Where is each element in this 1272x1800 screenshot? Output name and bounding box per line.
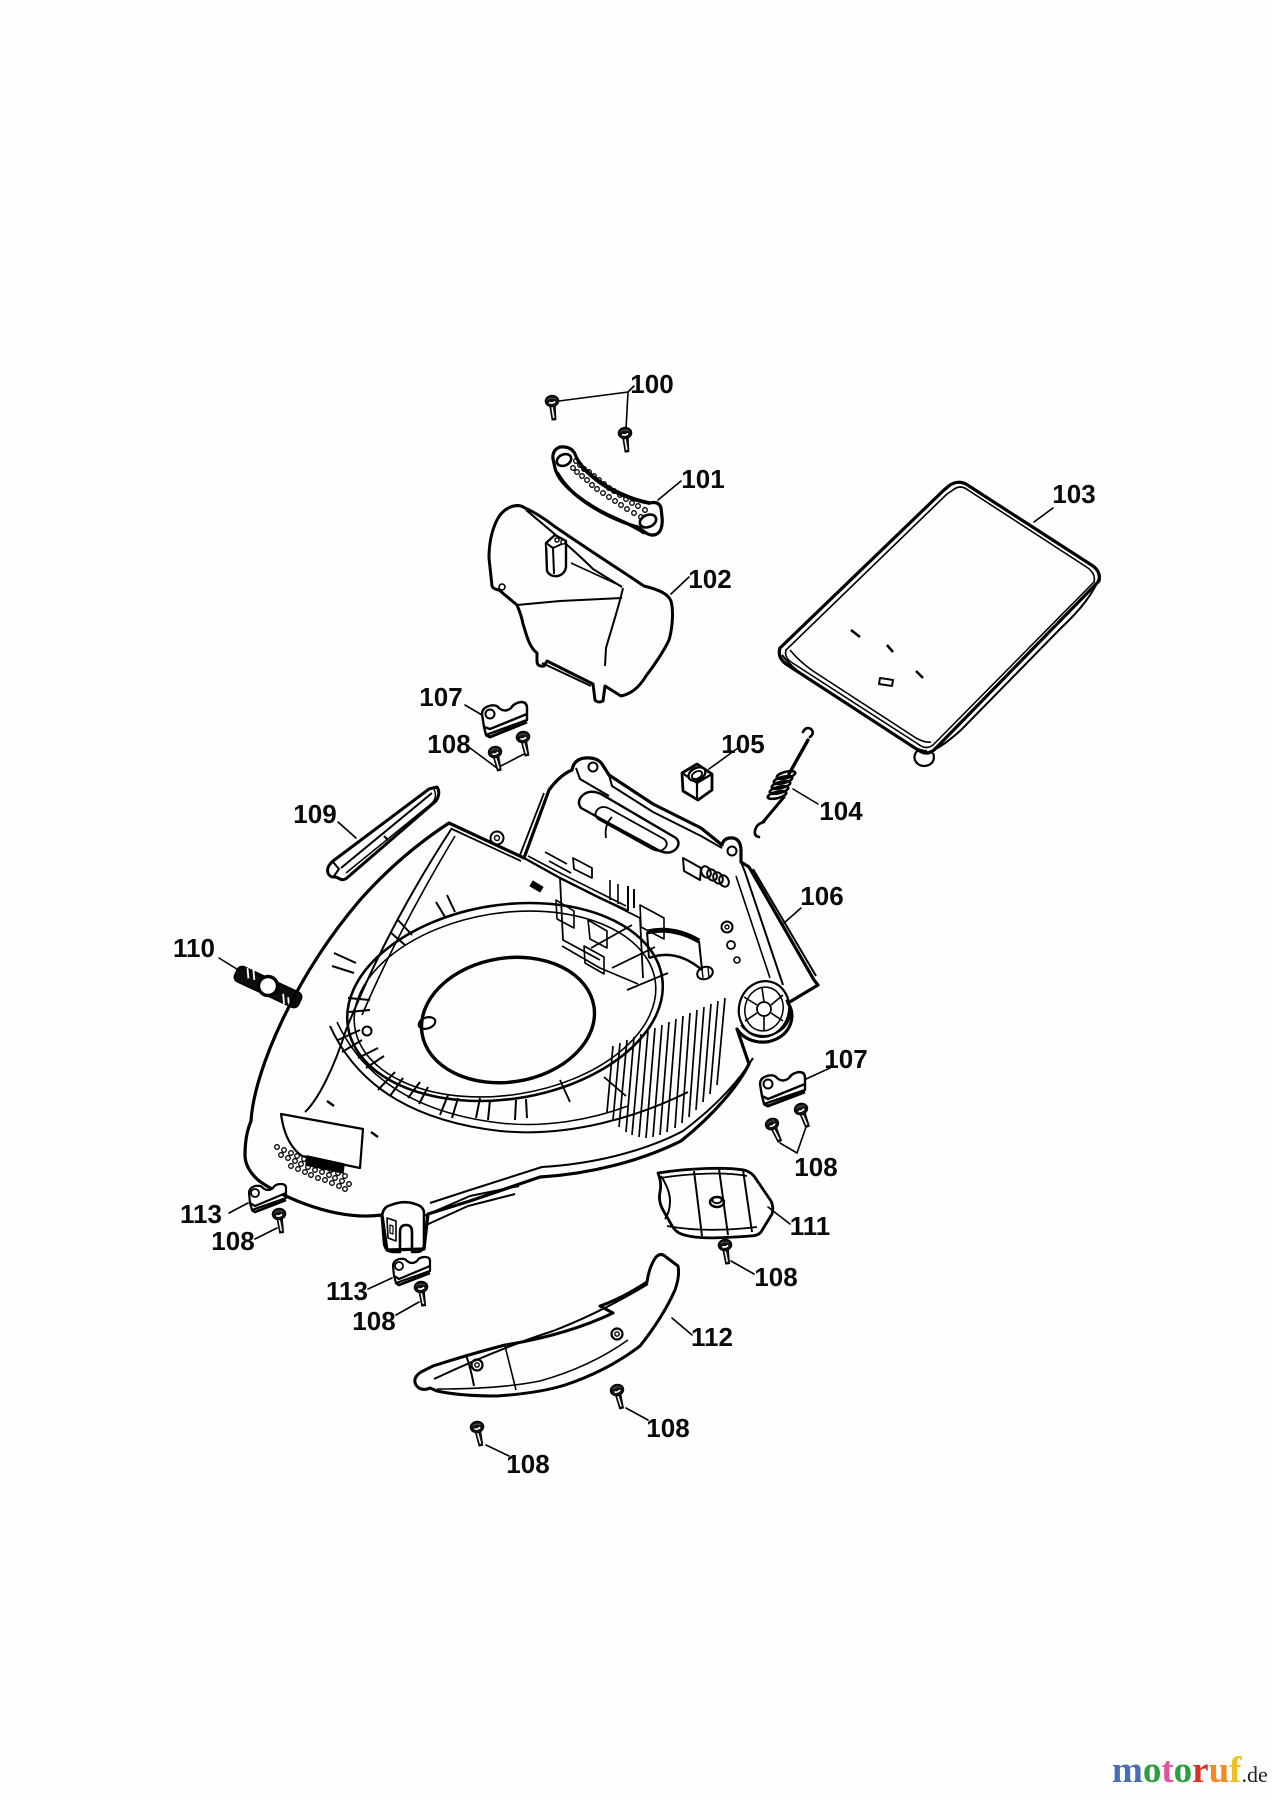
svg-text:113: 113 (326, 1276, 368, 1306)
svg-text:103: 103 (1052, 479, 1095, 509)
svg-text:108: 108 (646, 1413, 689, 1443)
svg-text:100: 100 (630, 369, 673, 399)
svg-text:108: 108 (794, 1152, 837, 1182)
svg-text:107: 107 (824, 1044, 867, 1074)
svg-text:110: 110 (173, 933, 215, 963)
svg-text:108: 108 (352, 1306, 395, 1336)
svg-text:108: 108 (211, 1226, 254, 1256)
svg-text:109: 109 (293, 799, 336, 829)
svg-text:111: 111 (790, 1211, 831, 1241)
svg-text:108: 108 (754, 1262, 797, 1292)
svg-text:108: 108 (506, 1449, 549, 1479)
svg-text:102: 102 (688, 564, 731, 594)
svg-text:101: 101 (681, 464, 724, 494)
svg-text:107: 107 (419, 682, 462, 712)
svg-text:112: 112 (691, 1322, 733, 1352)
svg-text:108: 108 (427, 729, 470, 759)
svg-text:113: 113 (180, 1199, 222, 1229)
svg-text:106: 106 (800, 881, 843, 911)
svg-text:104: 104 (819, 796, 863, 826)
